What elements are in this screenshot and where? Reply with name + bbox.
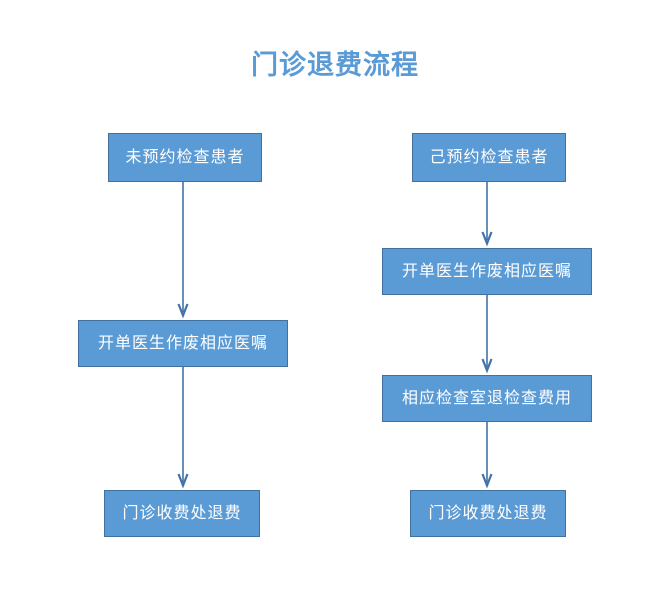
flow-connector-arrow-down [481,295,493,375]
flow-node-left-doctor-void-order[interactable]: 开单医生作废相应医嘱 [78,320,288,367]
flow-node-label: 门诊收费处退费 [428,504,548,522]
flow-connector-arrow-down [481,422,493,490]
flow-node-label: 开单医生作废相应医嘱 [97,334,268,352]
flow-node-left-start[interactable]: 未预约检查患者 [108,133,262,182]
flow-node-label: 门诊收费处退费 [122,504,242,522]
flow-node-label: 未预约检查患者 [125,148,245,166]
flow-connector-arrow-down [177,182,189,320]
flow-node-right-doctor-void-order[interactable]: 开单医生作废相应医嘱 [382,248,592,295]
flow-node-label: 己预约检查患者 [429,148,549,166]
flow-node-right-exam-room-refund[interactable]: 相应检查室退检查费用 [382,375,592,422]
flow-connector-arrow-down [481,182,493,248]
flow-node-right-refund-desk[interactable]: 门诊收费处退费 [410,490,566,537]
flow-connector-arrow-down [177,367,189,490]
flow-node-left-refund-desk[interactable]: 门诊收费处退费 [104,490,260,537]
page-title: 门诊退费流程 [251,50,419,80]
flow-node-label: 开单医生作废相应医嘱 [401,262,572,280]
flow-node-right-start[interactable]: 己预约检查患者 [412,133,566,182]
flow-node-label: 相应检查室退检查费用 [401,389,572,407]
